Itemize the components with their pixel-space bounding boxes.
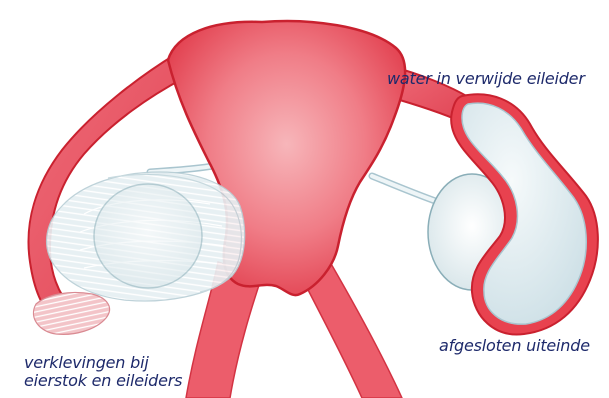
label-hydrosalpinx: water in verwijde eileider — [387, 71, 585, 87]
fimbriae-left — [33, 292, 109, 334]
label-closed-end: afgesloten uiteinde — [439, 338, 590, 354]
label-adhesions-line1: verklevingen bij — [24, 354, 182, 372]
ovary-left — [94, 184, 202, 288]
label-adhesions: verklevingen bij eierstok en eileiders — [24, 354, 182, 390]
label-adhesions-line2: eierstok en eileiders — [24, 372, 182, 390]
